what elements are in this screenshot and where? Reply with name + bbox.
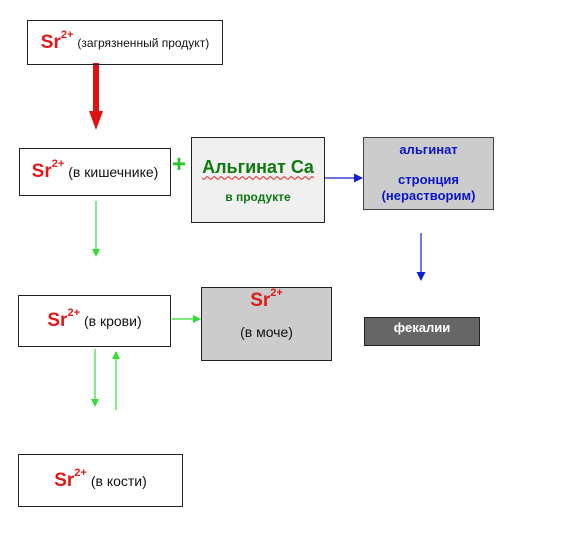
node-intestine-symbol: Sr2+ [31,158,65,183]
node-feces: фекалии [364,317,480,346]
node-bone: Sr2+ (в кости) [18,454,183,507]
node-alginate-ca-subtitle: в продукте [225,189,291,204]
node-sr-alginate: альгинат стронция (нерастворим) [363,137,494,210]
node-alginate-ca-title: Альгинат Ca [202,156,314,177]
node-intestine: Sr2+ (в кишечнике) [19,148,171,196]
node-product: Sr2+ (загрязненный продукт) [27,20,223,65]
node-feces-label: фекалии [393,320,451,335]
node-product-symbol: Sr2+ [40,28,74,53]
node-urine-desc: (в моче) [240,324,293,340]
node-sr-alginate-line3: (нерастворим) [381,188,476,203]
node-blood-symbol: Sr2+ [47,307,80,332]
node-blood: Sr2+ (в крови) [18,295,171,347]
node-product-desc: (загрязненный продукт) [77,35,210,50]
node-intestine-desc: (в кишечнике) [68,164,159,180]
node-sr-alginate-line1: альгинат [399,142,458,157]
node-sr-alginate-line2: стронция [398,172,459,187]
node-blood-desc: (в крови) [84,313,142,329]
arrow-product-to-intestine [89,63,103,130]
node-urine: Sr2+ (в моче) [201,287,332,361]
plus-sign: + [172,151,187,178]
node-bone-desc: (в кости) [90,472,147,489]
node-urine-symbol: Sr2+ [250,287,283,312]
node-alginate-ca: Альгинат Ca в продукте [191,137,325,223]
node-bone-symbol: Sr2+ [54,466,87,491]
